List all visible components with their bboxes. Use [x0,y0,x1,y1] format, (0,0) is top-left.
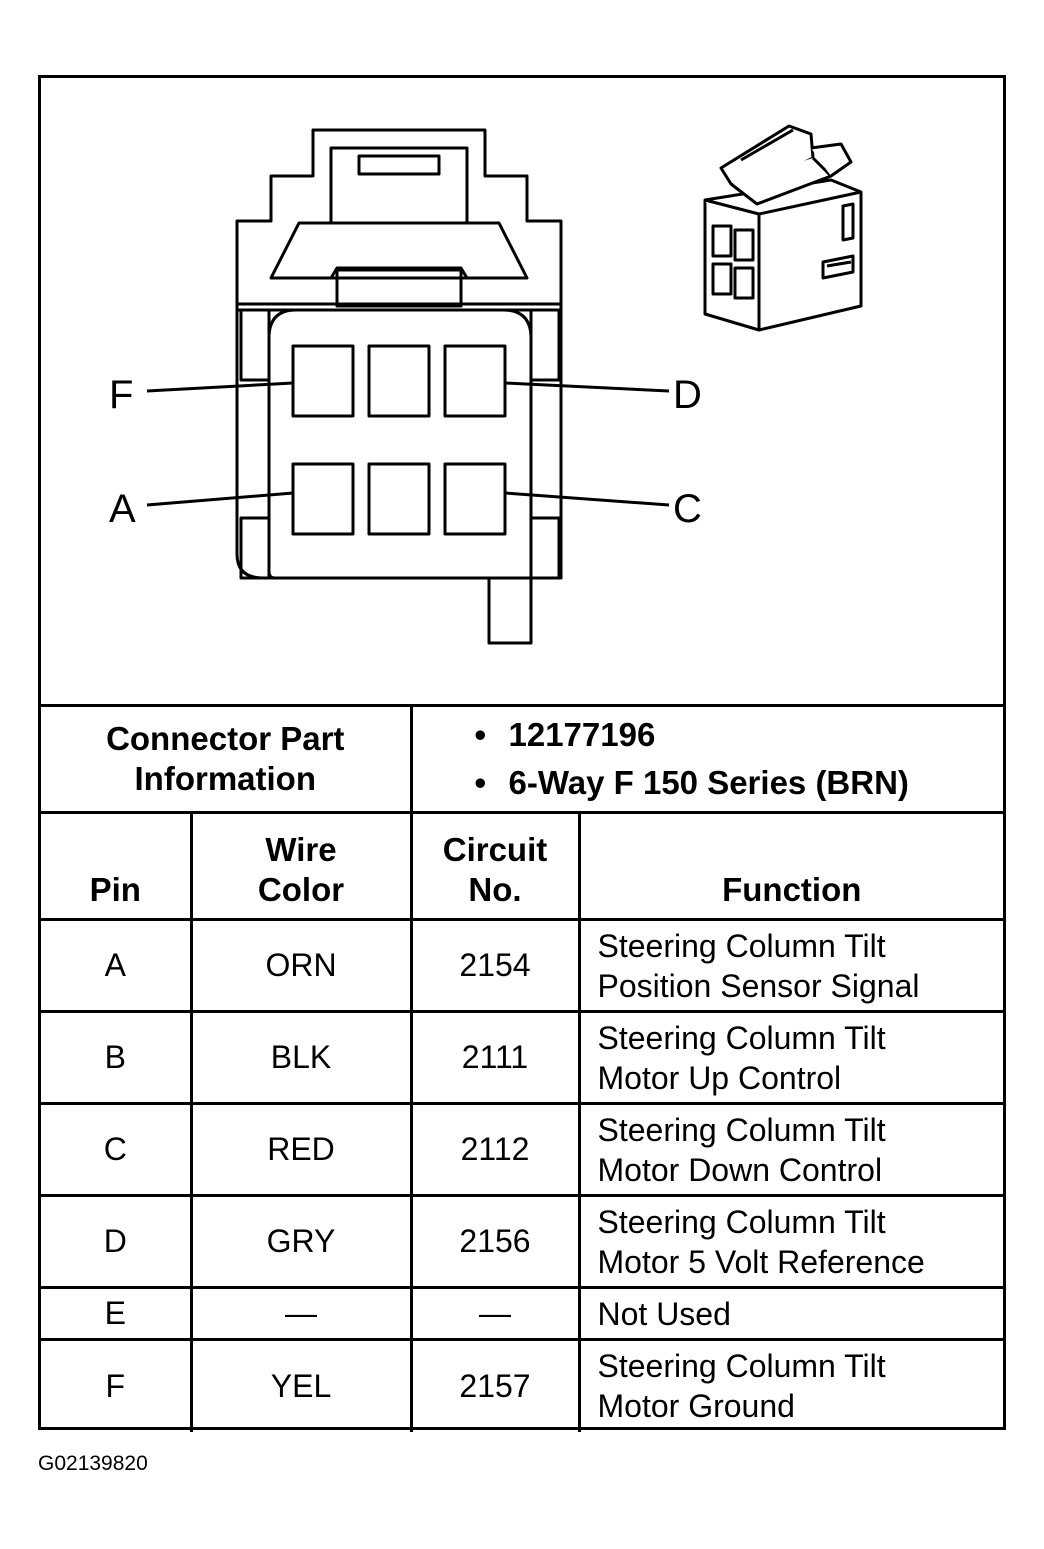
pin-cell: C [41,1102,193,1197]
wire-color-cell: YEL [189,1338,413,1432]
cavity-F [291,344,355,418]
part-number: •12177196 [474,716,656,753]
circuit-cell: 2112 [409,1102,581,1197]
pin-cell: B [41,1010,193,1105]
header-pin: Pin [41,811,193,921]
wire-color-cell: GRY [189,1194,413,1289]
circuit-cell: 2154 [409,918,581,1013]
connector-info-label: Connector Part Information [41,707,413,814]
wire-color-cell: ORN [189,918,413,1013]
cavity-B [367,462,431,536]
connector-body [235,302,563,645]
latch-neck [335,268,463,308]
connector-isometric-icon [703,124,863,332]
connector-info-row: Connector Part Information •12177196 •6-… [41,707,1004,814]
header-function: Function [577,811,1004,921]
pin-cell: D [41,1194,193,1289]
wire-color-cell: — [189,1286,413,1341]
connector-info-values: •12177196 •6-Way F 150 Series (BRN) [409,707,1004,814]
function-cell: Not Used [577,1286,1004,1341]
circuit-cell: 2111 [409,1010,581,1105]
connector-description: •6-Way F 150 Series (BRN) [474,764,909,801]
pin-cell: F [41,1338,193,1432]
connector-pinout-table: Connector Part Information •12177196 •6-… [41,707,1004,1432]
circuit-cell: 2156 [409,1194,581,1289]
leader-line-F [146,381,294,393]
connector-drawing-area: F D A C [41,78,1003,707]
leader-line-C [504,491,670,507]
connector-inner-cavity [267,308,533,580]
circuit-cell: 2157 [409,1338,581,1432]
wire-color-cell: BLK [189,1010,413,1105]
cavity-A [291,462,355,536]
leader-line-D [504,381,670,393]
pin-label-F: F [109,373,133,417]
pin-label-A: A [109,487,136,531]
leader-line-A [146,491,294,507]
cavity-D [443,344,507,418]
wire-color-cell: RED [189,1102,413,1197]
pin-cell: A [41,918,193,1013]
circuit-cell: — [409,1286,581,1341]
cavity-C [443,462,507,536]
table-row: E — — Not Used [41,1286,1004,1341]
diagram-frame: F D A C [38,75,1006,1432]
pin-cell: E [41,1286,193,1341]
figure-code: G02139820 [38,1452,148,1475]
pin-label-C: C [673,487,702,531]
cavity-E [367,344,431,418]
connector-face-drawing: F D A C [109,124,863,645]
pin-label-D: D [673,373,702,417]
